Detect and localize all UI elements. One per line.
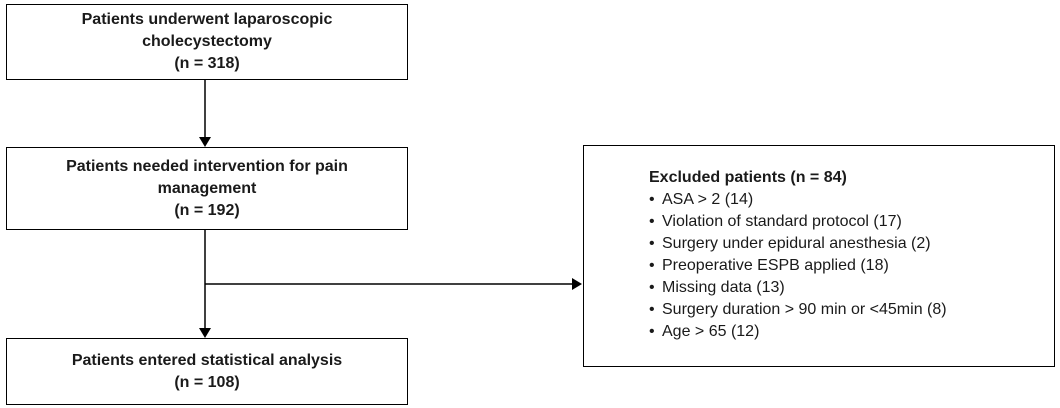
arrowhead-right-icon: [572, 278, 582, 290]
bullet-icon: •: [649, 323, 655, 340]
bullet-icon: •: [649, 235, 655, 252]
excluded-item-text: Surgery duration > 90 min or <45min (8): [662, 301, 947, 318]
bullet-icon: •: [649, 301, 655, 318]
excluded-item-text: Surgery under epidural anesthesia (2): [662, 235, 931, 252]
bullet-icon: •: [649, 257, 655, 274]
box-text-line: Patients underwent laparoscopic: [81, 11, 333, 28]
bullet-icon: •: [649, 213, 655, 230]
bullet-icon: •: [649, 279, 655, 296]
arrowhead-down-icon: [199, 328, 211, 338]
excluded-item-text: Preoperative ESPB applied (18): [662, 257, 889, 274]
box-text-line: cholecystectomy: [142, 33, 272, 50]
box-count: (n = 108): [174, 373, 240, 391]
excluded-item: • Missing data (13): [649, 277, 1044, 299]
box-text-line: management: [157, 179, 257, 197]
excluded-item: • Violation of standard protocol (17): [649, 211, 1044, 233]
excluded-item: • Preoperative ESPB applied (18): [649, 255, 1044, 277]
excluded-item-text: Age > 65 (12): [662, 323, 760, 340]
box-count: (n = 192): [174, 201, 240, 219]
excluded-item-text: ASA > 2 (14): [662, 191, 754, 208]
box-text-line: Patients needed intervention for pain: [66, 157, 348, 175]
excluded-item-text: Missing data (13): [662, 279, 785, 296]
box-text-line: Patients entered statistical analysis: [71, 351, 343, 369]
excluded-item: • ASA > 2 (14): [649, 189, 1044, 211]
excluded-title: Excluded patients (n = 84): [649, 169, 847, 186]
flow-box-pain-intervention: Patients needed intervention for pain ma…: [6, 147, 408, 230]
arrowhead-down-icon: [199, 137, 211, 147]
excluded-item: • Surgery under epidural anesthesia (2): [649, 233, 1044, 255]
excluded-item: • Surgery duration > 90 min or <45min (8): [649, 299, 1044, 321]
excluded-list: • ASA > 2 (14) • Violation of standard pro…: [649, 189, 1044, 343]
flow-box-statistical-analysis: Patients entered statistical analysis (n…: [6, 338, 408, 405]
box-count: (n = 318): [174, 55, 240, 72]
excluded-item: • Age > 65 (12): [649, 321, 1044, 343]
flow-box-excluded-patients: Excluded patients (n = 84) • ASA > 2 (14)…: [583, 145, 1055, 367]
bullet-icon: •: [649, 191, 655, 208]
flow-box-underwent-cholecystectomy: Patients underwent laparoscopic cholecys…: [6, 4, 408, 80]
excluded-item-text: Violation of standard protocol (17): [662, 213, 902, 230]
